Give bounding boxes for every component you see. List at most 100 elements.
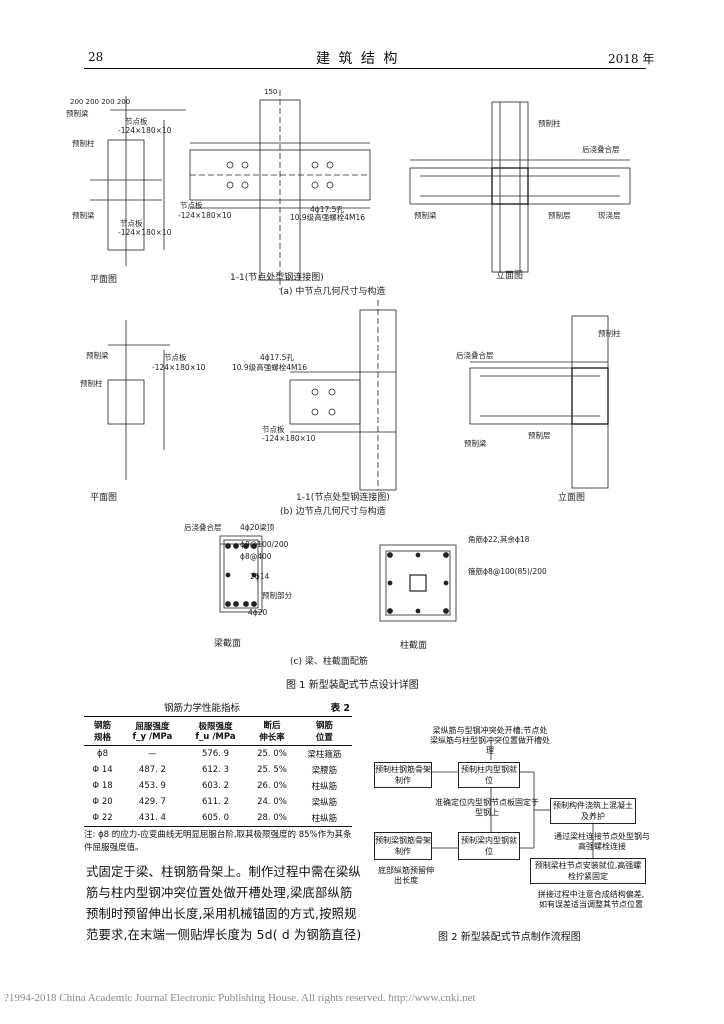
flow-box-beam-cage: 预制梁钢筋骨架制作 [374,832,432,860]
cell: 梁纵筋 [311,798,338,808]
fig1c-beam-caption: 梁截面 [214,639,242,649]
table-2-note: 注: ϕ8 的应力-应变曲线无明显屈服台阶,取其极限强度的 85%作为其条件屈服… [84,830,352,853]
cell: 26. 0% [257,781,287,791]
fig1a-elev-cast: 现浇层 [598,211,621,220]
fig1b-elev-topping: 后浇叠合层 [456,351,494,360]
fig1a-plan-top-dims: 200 200 200 200 [70,98,131,106]
fig1b-label-beam: 预制梁 [86,351,109,360]
fig1b-sec-bolts: 10.9级高强螺栓4M16 [232,363,307,372]
fig1c-beam-bottom-bars: 4ϕ20 [248,608,268,617]
fig1b-elev-column: 预制柱 [598,329,621,338]
fig1a-elev-topping: 后浇叠合层 [582,145,620,154]
cell: 25. 0% [257,749,287,759]
fig1a-sec-dim-150: 150 [264,88,278,96]
table-row: Φ 20 429. 7 611. 2 24. 0% 梁纵筋 [84,794,352,810]
fig1b-sec-caption: 1-1(节点处型钢连接图) [296,493,390,503]
fig1b-sec-plate: 节点板 [262,425,285,434]
cell: 576. 9 [201,749,230,759]
table-row: Φ 14 487. 2 612. 3 25. 5% 梁腰筋 [84,762,352,778]
fig1b-sec-holes: 4ϕ17.5孔 [260,353,294,362]
fig1a-label-plate-size-2: -124×180×10 [118,228,172,237]
cell: 431. 4 [138,813,166,823]
fig1a-sec-plate: 节点板 [180,201,203,210]
fig1c-beam-stirrups: ϕ8@100/200 [240,540,289,549]
fig1b-sec-plate-size: -124×180×10 [262,434,316,443]
fig1c-beam-precast: 预制部分 [262,591,292,600]
fig1a-sec-plate-size: -124×180×10 [178,211,232,220]
flow-note-bolted: 通过梁柱连接节点处型钢与高强螺栓连接 [554,832,650,851]
flow-box-column-steel: 预制柱内型钢就位 [458,762,520,788]
fig1c-col-caption: 柱截面 [400,641,428,651]
fig1a-elev-column: 预制柱 [538,119,561,128]
figure-1-caption: 图 1 新型装配式节点设计详图 [286,680,419,691]
flow-box-assembly: 预制梁柱节点安装就位,高强螺栓拧紧固定 [530,858,646,884]
fig1a-label-beam: 预制梁 [66,109,89,118]
fig1c-beam-waist: 2ϕ14 [250,572,270,581]
fig1a-elev-beam: 预制梁 [414,211,437,220]
fig1b-plan-caption: 平面图 [90,493,118,503]
fig1c-beam-top-bars: 4ϕ20梁顶 [240,523,275,532]
fig1a-label-beam-2: 预制梁 [72,211,95,220]
page-number: 28 [88,50,104,64]
body-line: 式固定于梁、柱钢筋骨架上。制作过程中需在梁纵 [86,865,361,879]
flow-box-beam-steel: 预制梁内型钢就位 [458,832,520,860]
body-line: 筋与柱内型钢冲突位置处做开槽处理,梁底部纵筋 [86,886,353,900]
cell: 487. 2 [138,765,166,775]
year: 2018 年 [608,52,655,66]
cell: ϕ8 [97,749,109,759]
table-2-label: 表 2 [330,703,350,714]
fig1a-sec-bolts: 10.9级高强螺栓4M16 [290,213,365,222]
fig1b-caption: (b) 边节点几何尺寸与构造 [280,507,386,517]
flow-note-grooving: 梁纵筋与型钢冲突处开槽;节点处梁纵筋与柱型钢冲突位置做开槽处理 [430,726,550,755]
cell: 柱纵筋 [311,814,338,824]
cell: 603. 2 [201,781,230,791]
flow-note-plate-position: 准确定位内型钢节点板固定于型钢上 [435,798,539,817]
cell: 429. 7 [138,797,166,807]
flow-note-tolerance: 拼接过程中注意合成结构偏差,如有误差适当调整其节点位置 [537,890,645,909]
cell: Φ 14 [92,765,113,775]
fig1a-label-plate-2: 节点板 [120,219,143,228]
cell: 453. 9 [138,781,166,791]
fig1a-label-plate-size: -124×180×10 [118,126,172,135]
fig1a-sec-caption: 1-1(节点处型钢连接图) [230,273,324,283]
cell: 25. 5% [257,765,287,775]
table-row: Φ 22 431. 4 605. 0 28. 0% 柱纵筋 [84,810,352,827]
copyright-footer: ?1994-2018 China Academic Journal Electr… [4,992,476,1004]
figure-2-connectors [432,740,594,860]
header-rule [84,68,646,69]
cell: 梁柱箍筋 [307,750,342,760]
fig1a-plan-caption: 平面图 [90,275,118,285]
fig1a-label-column: 预制柱 [72,139,95,148]
figure-2-caption: 图 2 新型装配式节点制作流程图 [438,932,581,943]
fig1c-beam-topping: 后浇叠合层 [184,523,222,532]
fig1b-elev-precast: 预制层 [528,431,551,440]
cell: Φ 18 [92,781,113,791]
body-line: 范要求,在末端一侧贴焊长度为 5d( d 为钢筋直径) [86,928,362,942]
figure-1-drawing [90,90,631,622]
table-row: Φ 18 453. 9 603. 2 26. 0% 柱纵筋 [84,778,352,794]
fig1a-caption: (a) 中节点几何尺寸与构造 [280,287,386,297]
fig1c-caption: (c) 梁、柱截面配筋 [290,657,368,667]
fig1a-elev-caption: 立面图 [496,271,524,281]
fig1a-label-plate: 节点板 [125,117,148,126]
flow-box-casting: 预制构件浇筑上混凝土及养护 [550,798,636,824]
cell: Φ 22 [92,813,113,823]
cell: 612. 3 [201,765,230,775]
fig1b-label-plate: 节点板 [164,353,187,362]
fig1c-col-corner: 角筋ϕ22,其余ϕ18 [468,535,530,544]
fig1b-label-plate-size: -124×180×10 [152,363,206,372]
cell: 611. 2 [201,797,230,807]
col-header-position: 钢筋位置 [315,721,333,743]
cell: 梁腰筋 [311,766,338,776]
cell: 24. 0% [257,797,287,807]
fig1b-label-column: 预制柱 [80,379,103,388]
cell: 605. 0 [201,813,230,823]
body-line: 预制时预留伸出长度,采用机械锚固的方式,按照规 [86,907,357,921]
fig1a-elev-precast: 预制层 [548,211,571,220]
table-row: ϕ8 — 576. 9 25. 0% 梁柱箍筋 [84,746,352,763]
cell: — [148,749,157,759]
